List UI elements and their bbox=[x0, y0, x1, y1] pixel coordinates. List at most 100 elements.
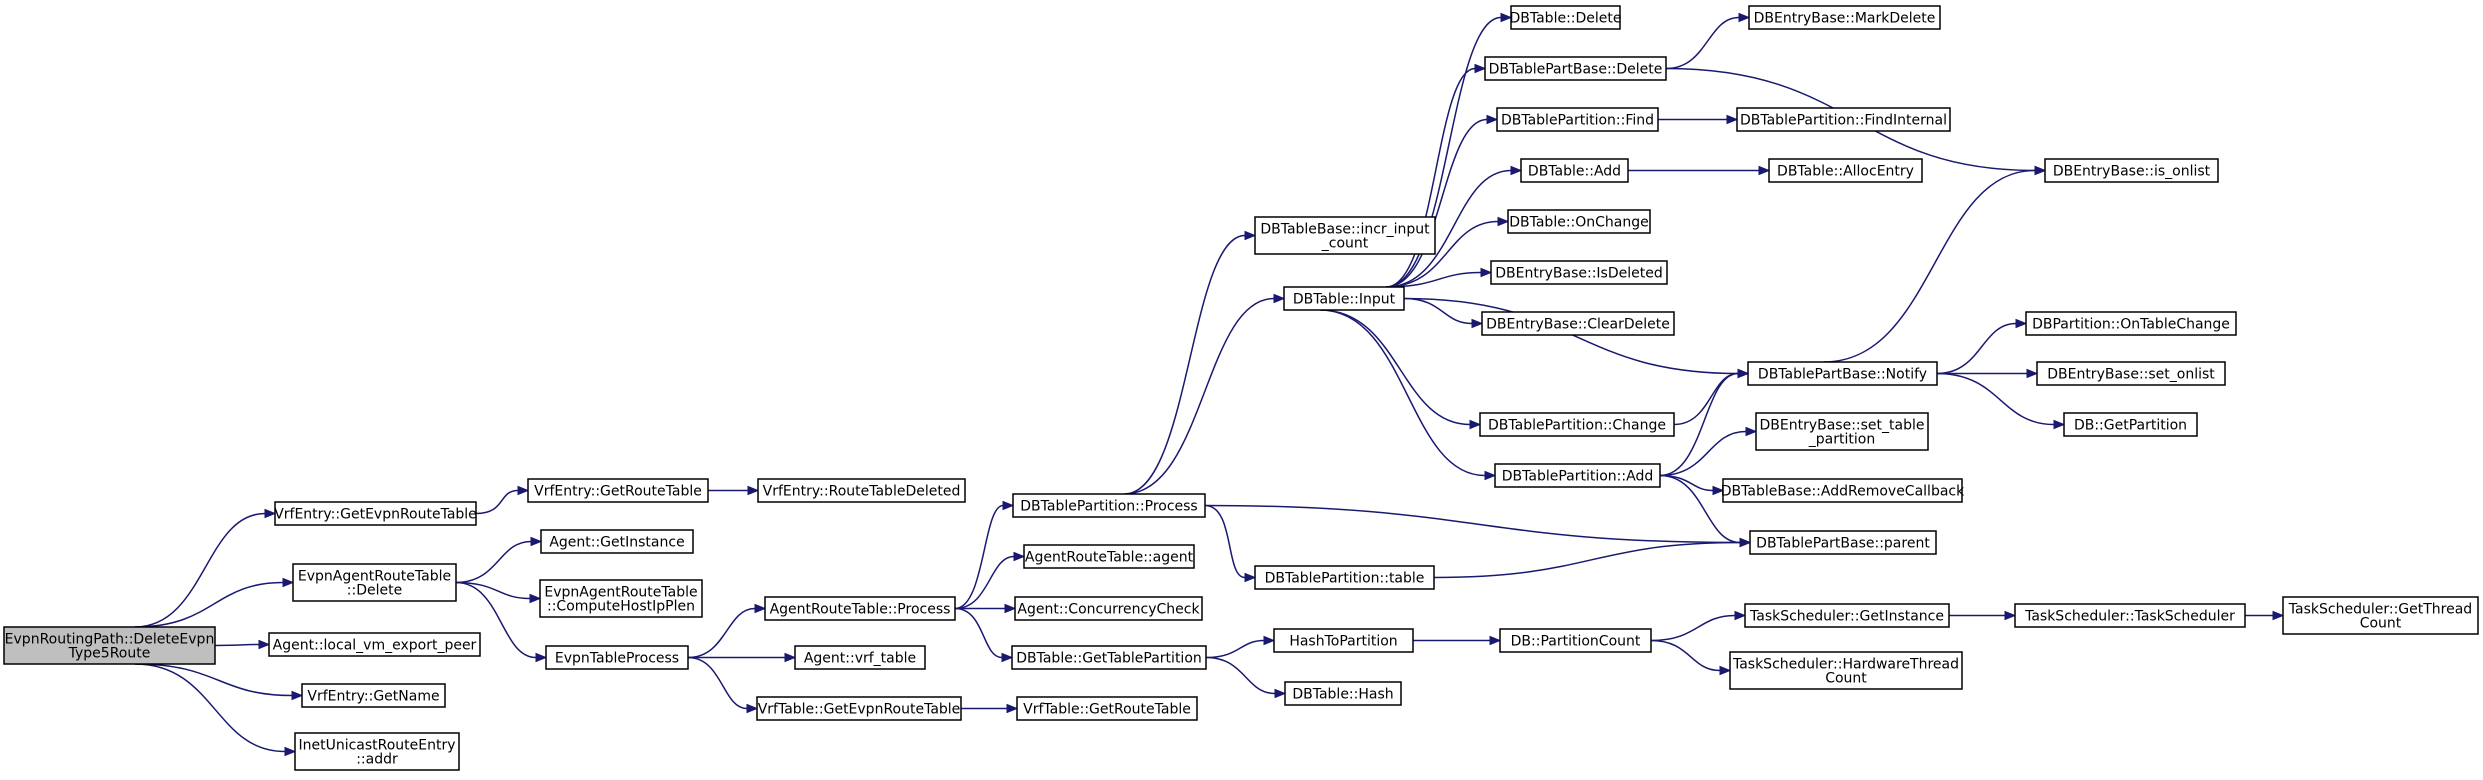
edge-root-to-agent-local-vm bbox=[214, 639, 271, 650]
node-vrf-table-get-evpn[interactable]: VrfTable::GetEvpnRouteTable bbox=[756, 696, 962, 721]
node-label: DBTablePartBase::parent bbox=[1756, 536, 1930, 552]
node-dbtb-incr[interactable]: DBTableBase::incr_input_count bbox=[1254, 216, 1436, 255]
node-dbt-on-change[interactable]: DBTable::OnChange bbox=[1507, 209, 1651, 234]
node-label: TaskScheduler::TaskScheduler bbox=[2024, 609, 2235, 625]
edge-arrowhead bbox=[2015, 318, 2028, 329]
node-art-process[interactable]: AgentRouteTable::Process bbox=[764, 596, 956, 621]
node-box bbox=[292, 563, 457, 602]
edge-arrowhead bbox=[1712, 485, 1725, 496]
edge-dbt-input-to-dbt-on-change bbox=[1385, 216, 1510, 288]
node-dbtpb-notify[interactable]: DBTablePartBase::Notify bbox=[1747, 361, 1938, 386]
node-evpn-artdelete[interactable]: EvpnAgentRouteTable::Delete bbox=[292, 563, 457, 602]
edge-line bbox=[134, 512, 266, 628]
node-dbeb-is-deleted[interactable]: DBEntryBase::IsDeleted bbox=[1490, 260, 1668, 285]
node-dbeb-set-onlist[interactable]: DBEntryBase::set_onlist bbox=[2036, 361, 2226, 386]
node-dbt-get-tp[interactable]: DBTable::GetTablePartition bbox=[1011, 645, 1207, 670]
edge-arrowhead bbox=[291, 690, 304, 701]
node-dbtpb-parent[interactable]: DBTablePartBase::parent bbox=[1749, 530, 1937, 555]
node-dbt-hash[interactable]: DBTable::Hash bbox=[1284, 681, 1402, 706]
node-dbp-on-table-change[interactable]: DBPartition::OnTableChange bbox=[2025, 311, 2237, 336]
node-dbeb-set-table-partition[interactable]: DBEntryBase::set_table_partition bbox=[1755, 412, 1929, 451]
node-label: _count bbox=[1321, 236, 1369, 252]
node-art-agent[interactable]: AgentRouteTable::agent bbox=[1023, 544, 1195, 569]
node-label: TaskScheduler::GetInstance bbox=[1749, 609, 1944, 625]
edge-dbt-input-to-dbtp-change bbox=[1319, 309, 1482, 430]
node-vrf-table-get-rt[interactable]: VrfTable::GetRouteTable bbox=[1016, 696, 1198, 721]
edge-dbt-add-to-dbt-alloc-entry bbox=[1628, 165, 1771, 176]
node-box bbox=[1273, 628, 1414, 653]
edge-arrowhead bbox=[1500, 12, 1513, 23]
node-label: DBPartition::OnTableChange bbox=[2032, 317, 2230, 333]
node-dbtp-find[interactable]: DBTablePartition::Find bbox=[1496, 107, 1659, 132]
node-dbeb-is-onlist[interactable]: DBEntryBase::is_onlist bbox=[2044, 158, 2219, 183]
node-dbtp-table[interactable]: DBTablePartition::table bbox=[1254, 565, 1435, 590]
edge-arrowhead bbox=[1734, 610, 1747, 621]
node-box bbox=[764, 596, 956, 621]
node-dbtp-add[interactable]: DBTablePartition::Add bbox=[1494, 463, 1661, 488]
node-dbt-input[interactable]: DBTable::Input bbox=[1283, 286, 1405, 311]
node-vrf-rtdeleted[interactable]: VrfEntry::RouteTableDeleted bbox=[757, 478, 966, 503]
edge-evpn-artdelete-to-agent-get-instance bbox=[455, 536, 543, 584]
node-label: EvpnAgentRouteTable bbox=[298, 569, 451, 585]
edge-arrowhead bbox=[2034, 165, 2047, 176]
node-inet-addr[interactable]: InetUnicastRouteEntry::addr bbox=[294, 732, 460, 771]
node-db-get-partition[interactable]: DB::GetPartition bbox=[2063, 412, 2198, 437]
node-ts-task-scheduler[interactable]: TaskScheduler::TaskScheduler bbox=[2014, 603, 2246, 628]
node-dbtp-process[interactable]: DBTablePartition::Process bbox=[1012, 493, 1206, 518]
node-box bbox=[1507, 209, 1651, 234]
node-dbtb-add-remove[interactable]: DBTableBase::AddRemoveCallback bbox=[1721, 478, 1965, 503]
node-box bbox=[1023, 544, 1195, 569]
node-box bbox=[2025, 311, 2237, 336]
edge-line bbox=[954, 504, 1004, 610]
node-agent-concurrency[interactable]: Agent::ConcurrencyCheck bbox=[1014, 596, 1203, 621]
node-label: DBEntryBase::set_onlist bbox=[2047, 367, 2215, 383]
node-box bbox=[1736, 107, 1951, 132]
node-dbeb-mark-delete[interactable]: DBEntryBase::MarkDelete bbox=[1748, 5, 1941, 30]
edge-root-to-inet-addr bbox=[134, 663, 297, 757]
node-label: Agent::vrf_table bbox=[804, 651, 916, 667]
node-dbt-add[interactable]: DBTable::Add bbox=[1520, 158, 1629, 183]
node-dbt-delete[interactable]: DBTable::Delete bbox=[1509, 5, 1622, 30]
node-vrf-get-name[interactable]: VrfEntry::GetName bbox=[301, 683, 446, 708]
node-agent-vrf-table[interactable]: Agent::vrf_table bbox=[794, 645, 926, 670]
edge-line bbox=[214, 643, 260, 647]
node-label: Agent::local_vm_export_peer bbox=[273, 638, 477, 654]
node-db-partition-count[interactable]: DB::PartitionCount bbox=[1499, 628, 1652, 653]
edge-root-to-vrf-get-name bbox=[134, 663, 304, 701]
edge-arrowhead bbox=[2272, 610, 2285, 621]
node-box bbox=[2044, 158, 2219, 183]
node-hash-to-partition[interactable]: HashToPartition bbox=[1273, 628, 1414, 653]
edge-dbt-get-tp-to-hash-to-partition bbox=[1205, 635, 1276, 659]
node-box bbox=[1254, 565, 1435, 590]
node-ts-get-instance[interactable]: TaskScheduler::GetInstance bbox=[1744, 603, 1950, 628]
edge-arrowhead bbox=[282, 577, 295, 588]
edge-dbtp-process-to-dbtpb-parent bbox=[1204, 504, 1752, 548]
edge-dbt-input-to-dbtpb-notify bbox=[1403, 297, 1750, 379]
node-label: DBTablePartition::FindInternal bbox=[1740, 113, 1947, 129]
edge-dbtpb-delete-to-dbeb-mark-delete bbox=[1665, 12, 1751, 70]
edge-arrowhead bbox=[1006, 703, 1019, 714]
node-dbtpb-delete[interactable]: DBTablePartBase::Delete bbox=[1484, 56, 1667, 81]
node-label: DBTable::OnChange bbox=[1509, 215, 1649, 231]
node-evpn-table-process[interactable]: EvpnTableProcess bbox=[545, 645, 689, 670]
node-agent-get-instance[interactable]: Agent::GetInstance bbox=[540, 529, 694, 554]
node-vrf-get-evpn-rt[interactable]: VrfEntry::GetEvpnRouteTable bbox=[274, 501, 477, 526]
node-box bbox=[1283, 286, 1405, 311]
edge-arrowhead bbox=[1001, 652, 1014, 663]
node-agent-local-vm[interactable]: Agent::local_vm_export_peer bbox=[268, 632, 481, 657]
node-dbtp-find-internal[interactable]: DBTablePartition::FindInternal bbox=[1736, 107, 1951, 132]
edge-arrowhead bbox=[1510, 165, 1523, 176]
node-label: DB::GetPartition bbox=[2074, 418, 2187, 434]
edge-line bbox=[954, 555, 1015, 610]
node-dbtp-change[interactable]: DBTablePartition::Change bbox=[1479, 412, 1675, 437]
node-dbeb-clear-delete[interactable]: DBEntryBase::ClearDelete bbox=[1481, 311, 1675, 336]
node-evpn-compute[interactable]: EvpnAgentRouteTable::ComputeHostIpPlen bbox=[539, 579, 703, 618]
node-vrf-get-rt[interactable]: VrfEntry::GetRouteTable bbox=[527, 478, 709, 503]
edge-db-partition-count-to-ts-get-instance bbox=[1650, 610, 1747, 642]
node-dbt-alloc-entry[interactable]: DBTable::AllocEntry bbox=[1768, 158, 1923, 183]
edge-line bbox=[134, 663, 286, 753]
edge-line bbox=[1319, 309, 1471, 426]
